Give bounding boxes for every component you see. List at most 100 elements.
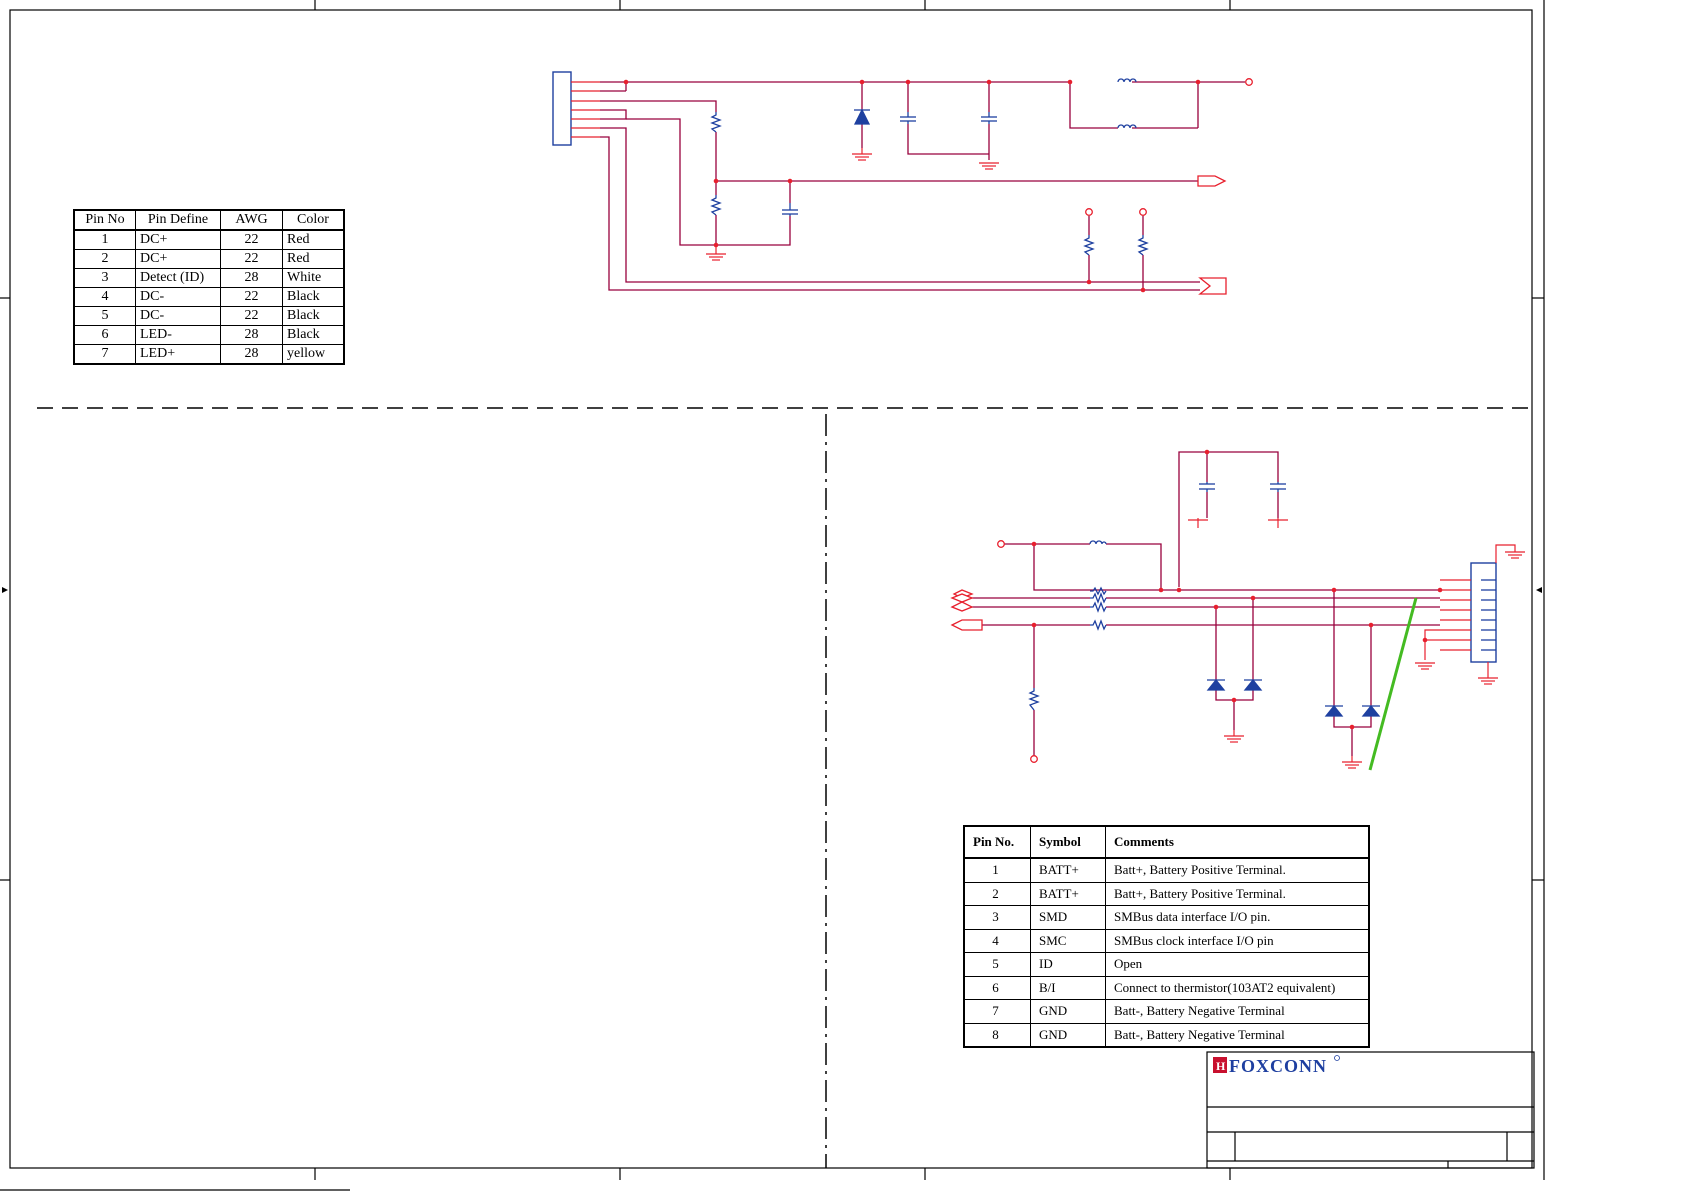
junction-dots-bottom	[1031, 449, 1443, 730]
wire-color: Red	[282, 249, 345, 269]
pin-symbol: SMC	[1030, 928, 1106, 953]
col-pin-no: Pin No.	[963, 825, 1031, 859]
wire-color: Black	[282, 306, 345, 326]
pin-define: Detect (ID)	[135, 268, 221, 288]
pin-symbol: SMD	[1030, 905, 1106, 930]
inductor-symbol-bottom	[1089, 540, 1107, 545]
pin-symbol: BATT+	[1030, 881, 1106, 906]
frame-arrows	[2, 587, 1542, 593]
pin-comment: Batt+, Battery Positive Terminal.	[1105, 881, 1370, 906]
awg: 22	[220, 229, 283, 250]
wire-color: White	[282, 268, 345, 288]
open-terminals	[1085, 78, 1253, 216]
pin-no: 7	[73, 344, 136, 365]
pin-no: 4	[963, 928, 1031, 953]
wire-color: Red	[282, 229, 345, 250]
diode-symbol	[853, 108, 871, 125]
pin-symbol: GND	[1030, 999, 1106, 1024]
pin-define: DC-	[135, 306, 221, 326]
battery-connector-pins	[1481, 579, 1496, 651]
dc-connector-body	[552, 71, 572, 146]
junction-dots	[623, 79, 1201, 293]
pin-no: 2	[73, 249, 136, 269]
logo-mark-letter: H	[1216, 1059, 1226, 1073]
battery-table-header: Pin No. Symbol Comments	[963, 825, 1370, 859]
pin-no: 4	[73, 287, 136, 307]
pin-comment: Open	[1105, 952, 1370, 977]
pin-no: 6	[963, 975, 1031, 1000]
pin-comment: SMBus data interface I/O pin.	[1105, 905, 1370, 930]
pin-symbol: GND	[1030, 1022, 1106, 1048]
capacitor-symbols-bottom	[1199, 482, 1286, 492]
pin-define: LED-	[135, 325, 221, 345]
net-port-flags	[1197, 175, 1227, 295]
connector-table-header: Pin No Pin Define AWG Color	[73, 209, 345, 231]
pin-define: LED+	[135, 344, 221, 365]
awg: 28	[220, 268, 283, 288]
net-port-flags-bottom	[950, 589, 983, 631]
pin-no: 3	[73, 268, 136, 288]
pin-comment: Batt+, Battery Positive Terminal.	[1105, 857, 1370, 883]
awg: 28	[220, 325, 283, 345]
foxconn-logo: H FOXCONN	[1213, 1055, 1340, 1076]
drawing-frame	[0, 0, 1545, 1191]
logo-mark	[1213, 1057, 1227, 1073]
logo-wordmark: FOXCONN	[1229, 1056, 1327, 1076]
pin-no: 5	[963, 952, 1031, 977]
tvs-diode-symbols	[1206, 678, 1381, 717]
pin-comment: SMBus clock interface I/O pin	[1105, 928, 1370, 953]
awg: 22	[220, 306, 283, 326]
wire-color: Black	[282, 325, 345, 345]
pin-define: DC+	[135, 229, 221, 250]
pin-no: 5	[73, 306, 136, 326]
col-pin-define: Pin Define	[135, 209, 221, 231]
ground-symbols-top	[706, 148, 999, 261]
pin-no: 1	[73, 229, 136, 250]
col-color: Color	[282, 209, 345, 231]
col-awg: AWG	[220, 209, 283, 231]
dc-in-schematic	[552, 71, 1253, 295]
registered-mark-icon	[1334, 1055, 1340, 1061]
pin-no: 6	[73, 325, 136, 345]
wire-color: yellow	[282, 344, 345, 365]
pin-symbol: B/I	[1030, 975, 1106, 1000]
capacitor-symbols	[782, 112, 997, 216]
battery-connector-body	[1470, 562, 1497, 663]
col-symbol: Symbol	[1030, 825, 1106, 859]
pin-no: 3	[963, 905, 1031, 930]
pin-comment: Batt-, Battery Negative Terminal	[1105, 999, 1370, 1024]
wire-color: Black	[282, 287, 345, 307]
pin-no: 7	[963, 999, 1031, 1024]
pin-define: DC+	[135, 249, 221, 269]
inductor-symbols	[1117, 78, 1137, 129]
pin-comment: Batt-, Battery Negative Terminal	[1105, 1022, 1370, 1048]
col-comments: Comments	[1105, 825, 1370, 859]
pin-define: DC-	[135, 287, 221, 307]
green-annotation-stroke	[1368, 597, 1418, 771]
awg: 28	[220, 344, 283, 365]
resistor-symbols	[710, 112, 1149, 256]
col-pin-no: Pin No	[73, 209, 136, 231]
pin-no: 8	[963, 1022, 1031, 1048]
open-terminals-bottom	[997, 540, 1038, 763]
pin-no: 2	[963, 881, 1031, 906]
awg: 22	[220, 249, 283, 269]
awg: 22	[220, 287, 283, 307]
title-block	[1206, 1051, 1535, 1169]
